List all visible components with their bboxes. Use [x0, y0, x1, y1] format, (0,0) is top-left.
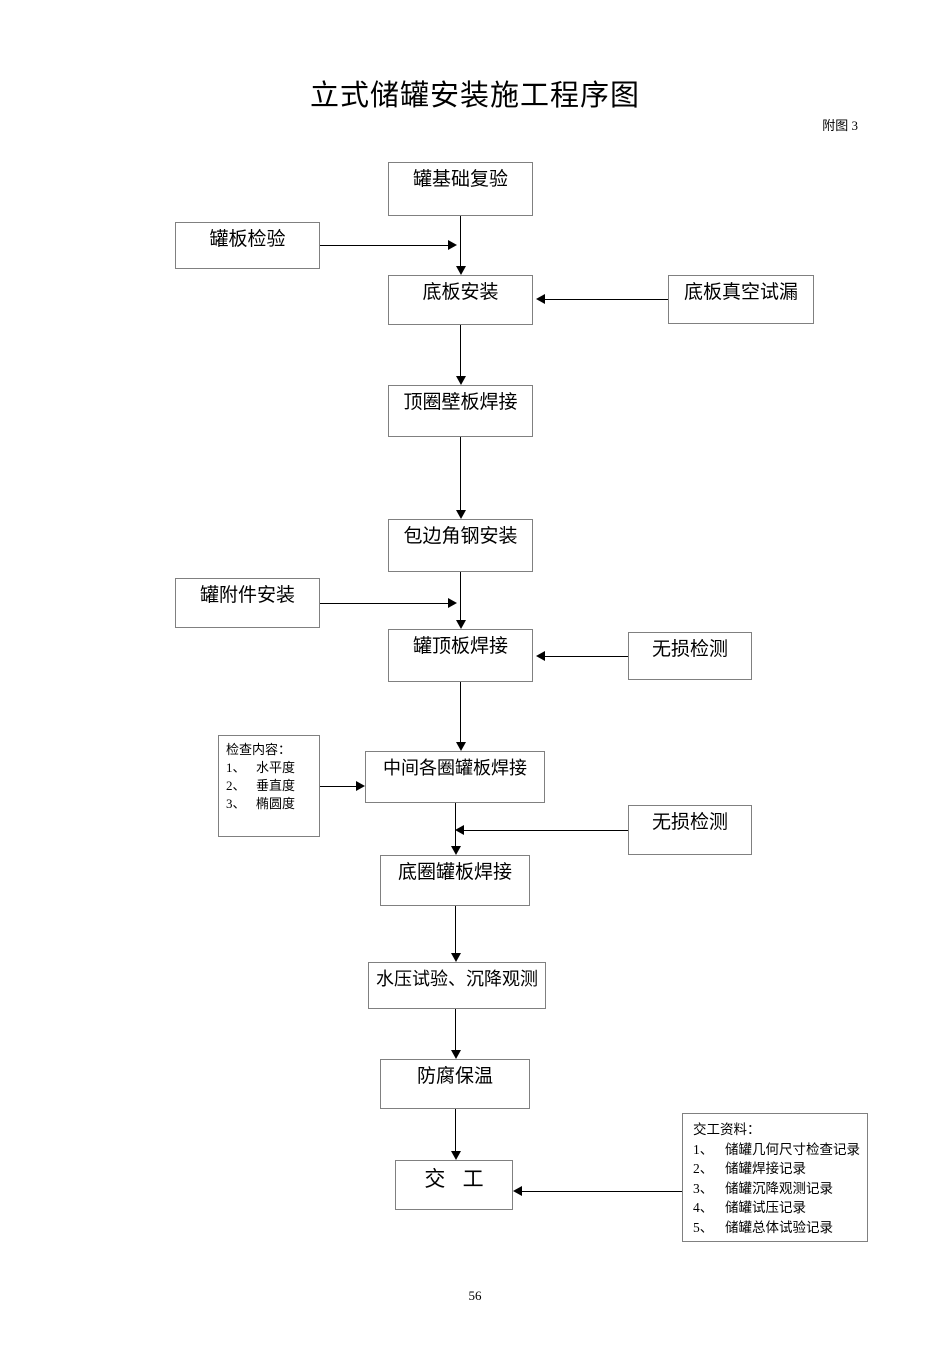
arrowhead-down-bottom-plate [456, 266, 466, 275]
arrowhead-left-roof [536, 651, 545, 661]
item-text: 储罐沉降观测记录 [725, 1180, 833, 1196]
handover-note-item-4: 4、储罐试压记录 [693, 1198, 863, 1218]
handover-documents-note: 交工资料： 1、储罐几何尺寸检查记录 2、储罐焊接记录 3、储罐沉降观测记录 4… [682, 1113, 868, 1242]
connector-roof-to-middlerings [460, 682, 461, 742]
node-plate-inspection[interactable]: 罐板检验 [175, 222, 320, 269]
node-tank-accessory-install[interactable]: 罐附件安装 [175, 578, 320, 628]
inspection-content-note: 检查内容： 1、水平度 2、垂直度 3、椭圆度 [218, 735, 320, 837]
arrowhead-down-handover [451, 1151, 461, 1160]
arrowhead-down-hydro [451, 953, 461, 962]
item-text: 垂直度 [256, 777, 296, 793]
connector-ndt-upper [545, 656, 628, 657]
node-ndt-upper[interactable]: 无损检测 [628, 632, 752, 680]
node-ndt-lower[interactable]: 无损检测 [628, 805, 752, 855]
connector-middlerings-to-bottomring [455, 803, 456, 846]
connector-plate-inspection [320, 245, 448, 246]
node-top-ring-shell-welding[interactable]: 顶圈壁板焊接 [388, 385, 533, 437]
connector-handover-docs [522, 1191, 682, 1192]
arrowhead-left-bottom-plate [536, 294, 545, 304]
item-index: 1、 [226, 759, 246, 775]
item-index: 1、 [693, 1141, 714, 1157]
item-text: 椭圆度 [256, 795, 296, 811]
arrowhead-right-plate-inspection [448, 240, 457, 250]
connector-curbangle-to-roof [460, 572, 461, 620]
item-text: 水平度 [256, 759, 296, 775]
connector-bottomring-to-hydro [455, 906, 456, 953]
inspection-note-item-1: 1、水平度 [226, 759, 315, 777]
page-number: 56 [468, 1288, 482, 1303]
node-handover[interactable]: 交 工 [395, 1160, 513, 1210]
item-index: 3、 [693, 1180, 714, 1196]
item-text: 储罐试压记录 [725, 1200, 806, 1216]
arrowhead-left-ndt-lower [455, 825, 464, 835]
connector-accessory-install [320, 603, 448, 604]
inspection-note-item-2: 2、垂直度 [226, 777, 315, 795]
node-hydro-test-settlement[interactable]: 水压试验、沉降观测 [368, 962, 546, 1009]
connector-anticorrosion-to-handover [455, 1109, 456, 1151]
figure-label: 附图 3 [822, 118, 858, 133]
item-text: 储罐总体试验记录 [725, 1219, 833, 1235]
arrowhead-left-handover [513, 1186, 522, 1196]
page-title: 立式储罐安装施工程序图 [309, 80, 640, 112]
handover-note-item-2: 2、储罐焊接记录 [693, 1159, 863, 1179]
item-index: 3、 [226, 795, 246, 811]
connector-topring-to-curbangle [460, 437, 461, 510]
arrowhead-down-curbangle [456, 510, 466, 519]
arrowhead-down-anticorrosion [451, 1050, 461, 1059]
item-text: 储罐几何尺寸检查记录 [725, 1141, 860, 1157]
handover-note-item-3: 3、储罐沉降观测记录 [693, 1179, 863, 1199]
handover-note-heading: 交工资料： [693, 1122, 761, 1137]
node-curb-angle-install[interactable]: 包边角钢安装 [388, 519, 533, 572]
connector-inspection-note [320, 786, 356, 787]
node-foundation-recheck[interactable]: 罐基础复验 [388, 162, 533, 216]
item-index: 2、 [226, 777, 246, 793]
arrowhead-down-bottomring [451, 846, 461, 855]
connector-bottom-to-topring [460, 325, 461, 376]
item-index: 4、 [693, 1200, 714, 1216]
item-text: 储罐焊接记录 [725, 1161, 806, 1177]
handover-note-item-5: 5、储罐总体试验记录 [693, 1218, 863, 1238]
arrowhead-down-roof [456, 620, 466, 629]
connector-ndt-lower [464, 830, 628, 831]
inspection-note-item-3: 3、椭圆度 [226, 795, 315, 813]
inspection-note-heading: 检查内容： [226, 742, 292, 757]
node-anticorrosion-insulation[interactable]: 防腐保温 [380, 1059, 530, 1109]
item-index: 2、 [693, 1161, 714, 1177]
node-middle-rings-welding[interactable]: 中间各圈罐板焊接 [365, 751, 545, 803]
node-bottom-ring-welding[interactable]: 底圈罐板焊接 [380, 855, 530, 906]
handover-note-item-1: 1、储罐几何尺寸检查记录 [693, 1140, 863, 1160]
arrowhead-down-topring [456, 376, 466, 385]
connector-vacuum-leak-test [545, 299, 668, 300]
arrowhead-down-middlerings [456, 742, 466, 751]
arrowhead-right-middlerings [356, 781, 365, 791]
connector-foundation-to-bottom [460, 216, 461, 266]
connector-hydro-to-anticorrosion [455, 1009, 456, 1050]
item-index: 5、 [693, 1219, 714, 1235]
arrowhead-right-accessory [448, 598, 457, 608]
node-bottom-plate-install[interactable]: 底板安装 [388, 275, 533, 325]
node-bottom-vacuum-leak-test[interactable]: 底板真空试漏 [668, 275, 814, 324]
node-roof-plate-welding[interactable]: 罐顶板焊接 [388, 629, 533, 682]
